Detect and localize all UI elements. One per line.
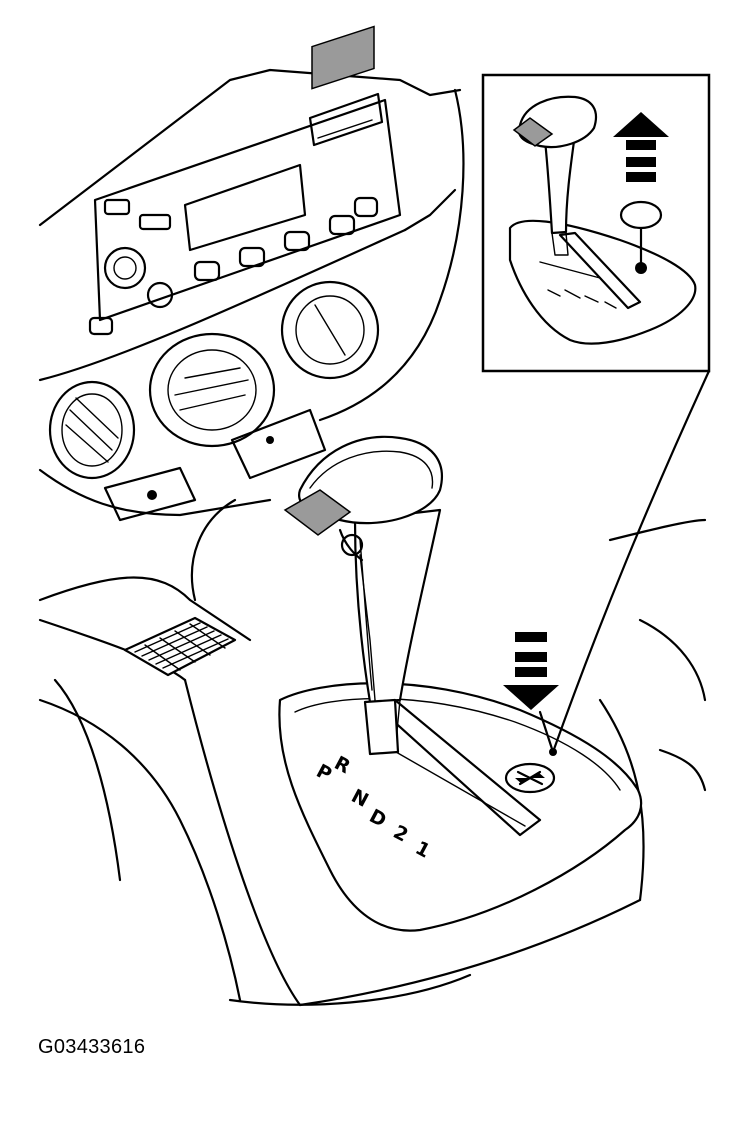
climate-controls bbox=[48, 280, 380, 522]
dashboard-center-stack bbox=[38, 25, 465, 522]
shift-lock-release-button bbox=[504, 762, 556, 794]
center-console bbox=[38, 498, 707, 1007]
move-up-arrow-icon bbox=[613, 112, 669, 182]
figure-reference-code: G03433616 bbox=[38, 1036, 146, 1058]
shift-lever bbox=[283, 435, 443, 756]
shifter-bezel: P R N D 2 1 bbox=[278, 682, 643, 932]
radio-preset-buttons bbox=[193, 196, 379, 282]
press-down-arrow-icon bbox=[503, 632, 559, 710]
radio-unit bbox=[88, 25, 402, 336]
detail-inset bbox=[481, 73, 711, 373]
console-vent-grille bbox=[123, 616, 237, 677]
